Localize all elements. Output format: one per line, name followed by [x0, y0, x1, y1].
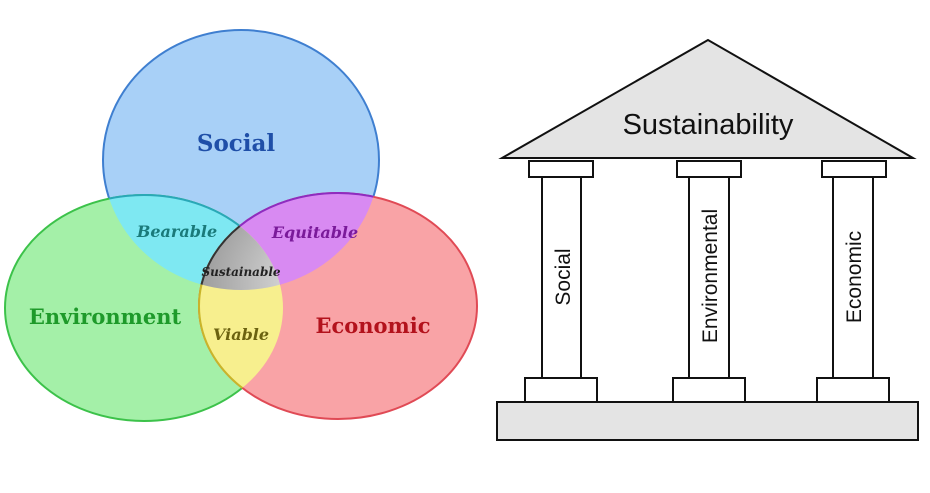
pillar-social [541, 176, 582, 379]
sustainable-label: Sustainable [201, 265, 280, 279]
base-social [524, 377, 598, 403]
bearable-label: Bearable [136, 222, 217, 241]
capital-environmental [676, 160, 742, 178]
roof [498, 38, 917, 159]
pillar-economic-label: Economic [843, 231, 866, 323]
economic-label: Economic [315, 313, 430, 338]
equitable-label: Equitable [271, 223, 358, 242]
viable-label: Viable [213, 325, 269, 344]
capital-economic [821, 160, 887, 178]
pillar-environmental-label: Environmental [699, 209, 722, 343]
capital-social [528, 160, 594, 178]
pillar-environmental [688, 176, 730, 379]
equitable-region [198, 192, 379, 290]
base-environmental [672, 377, 746, 403]
temple-diagram: Sustainability Social Environmental Econ… [496, 38, 919, 441]
environment-label: Environment [29, 304, 182, 329]
base-economic [816, 377, 890, 403]
social-label: Social [197, 130, 276, 157]
pillar-social-label: Social [552, 248, 575, 305]
pillar-economic [832, 176, 874, 379]
venn-diagram: Social Environment Economic Bearable Equ… [4, 29, 478, 422]
bearable-region [103, 194, 284, 290]
roof-label: Sustainability [623, 109, 794, 141]
platform [496, 401, 919, 441]
